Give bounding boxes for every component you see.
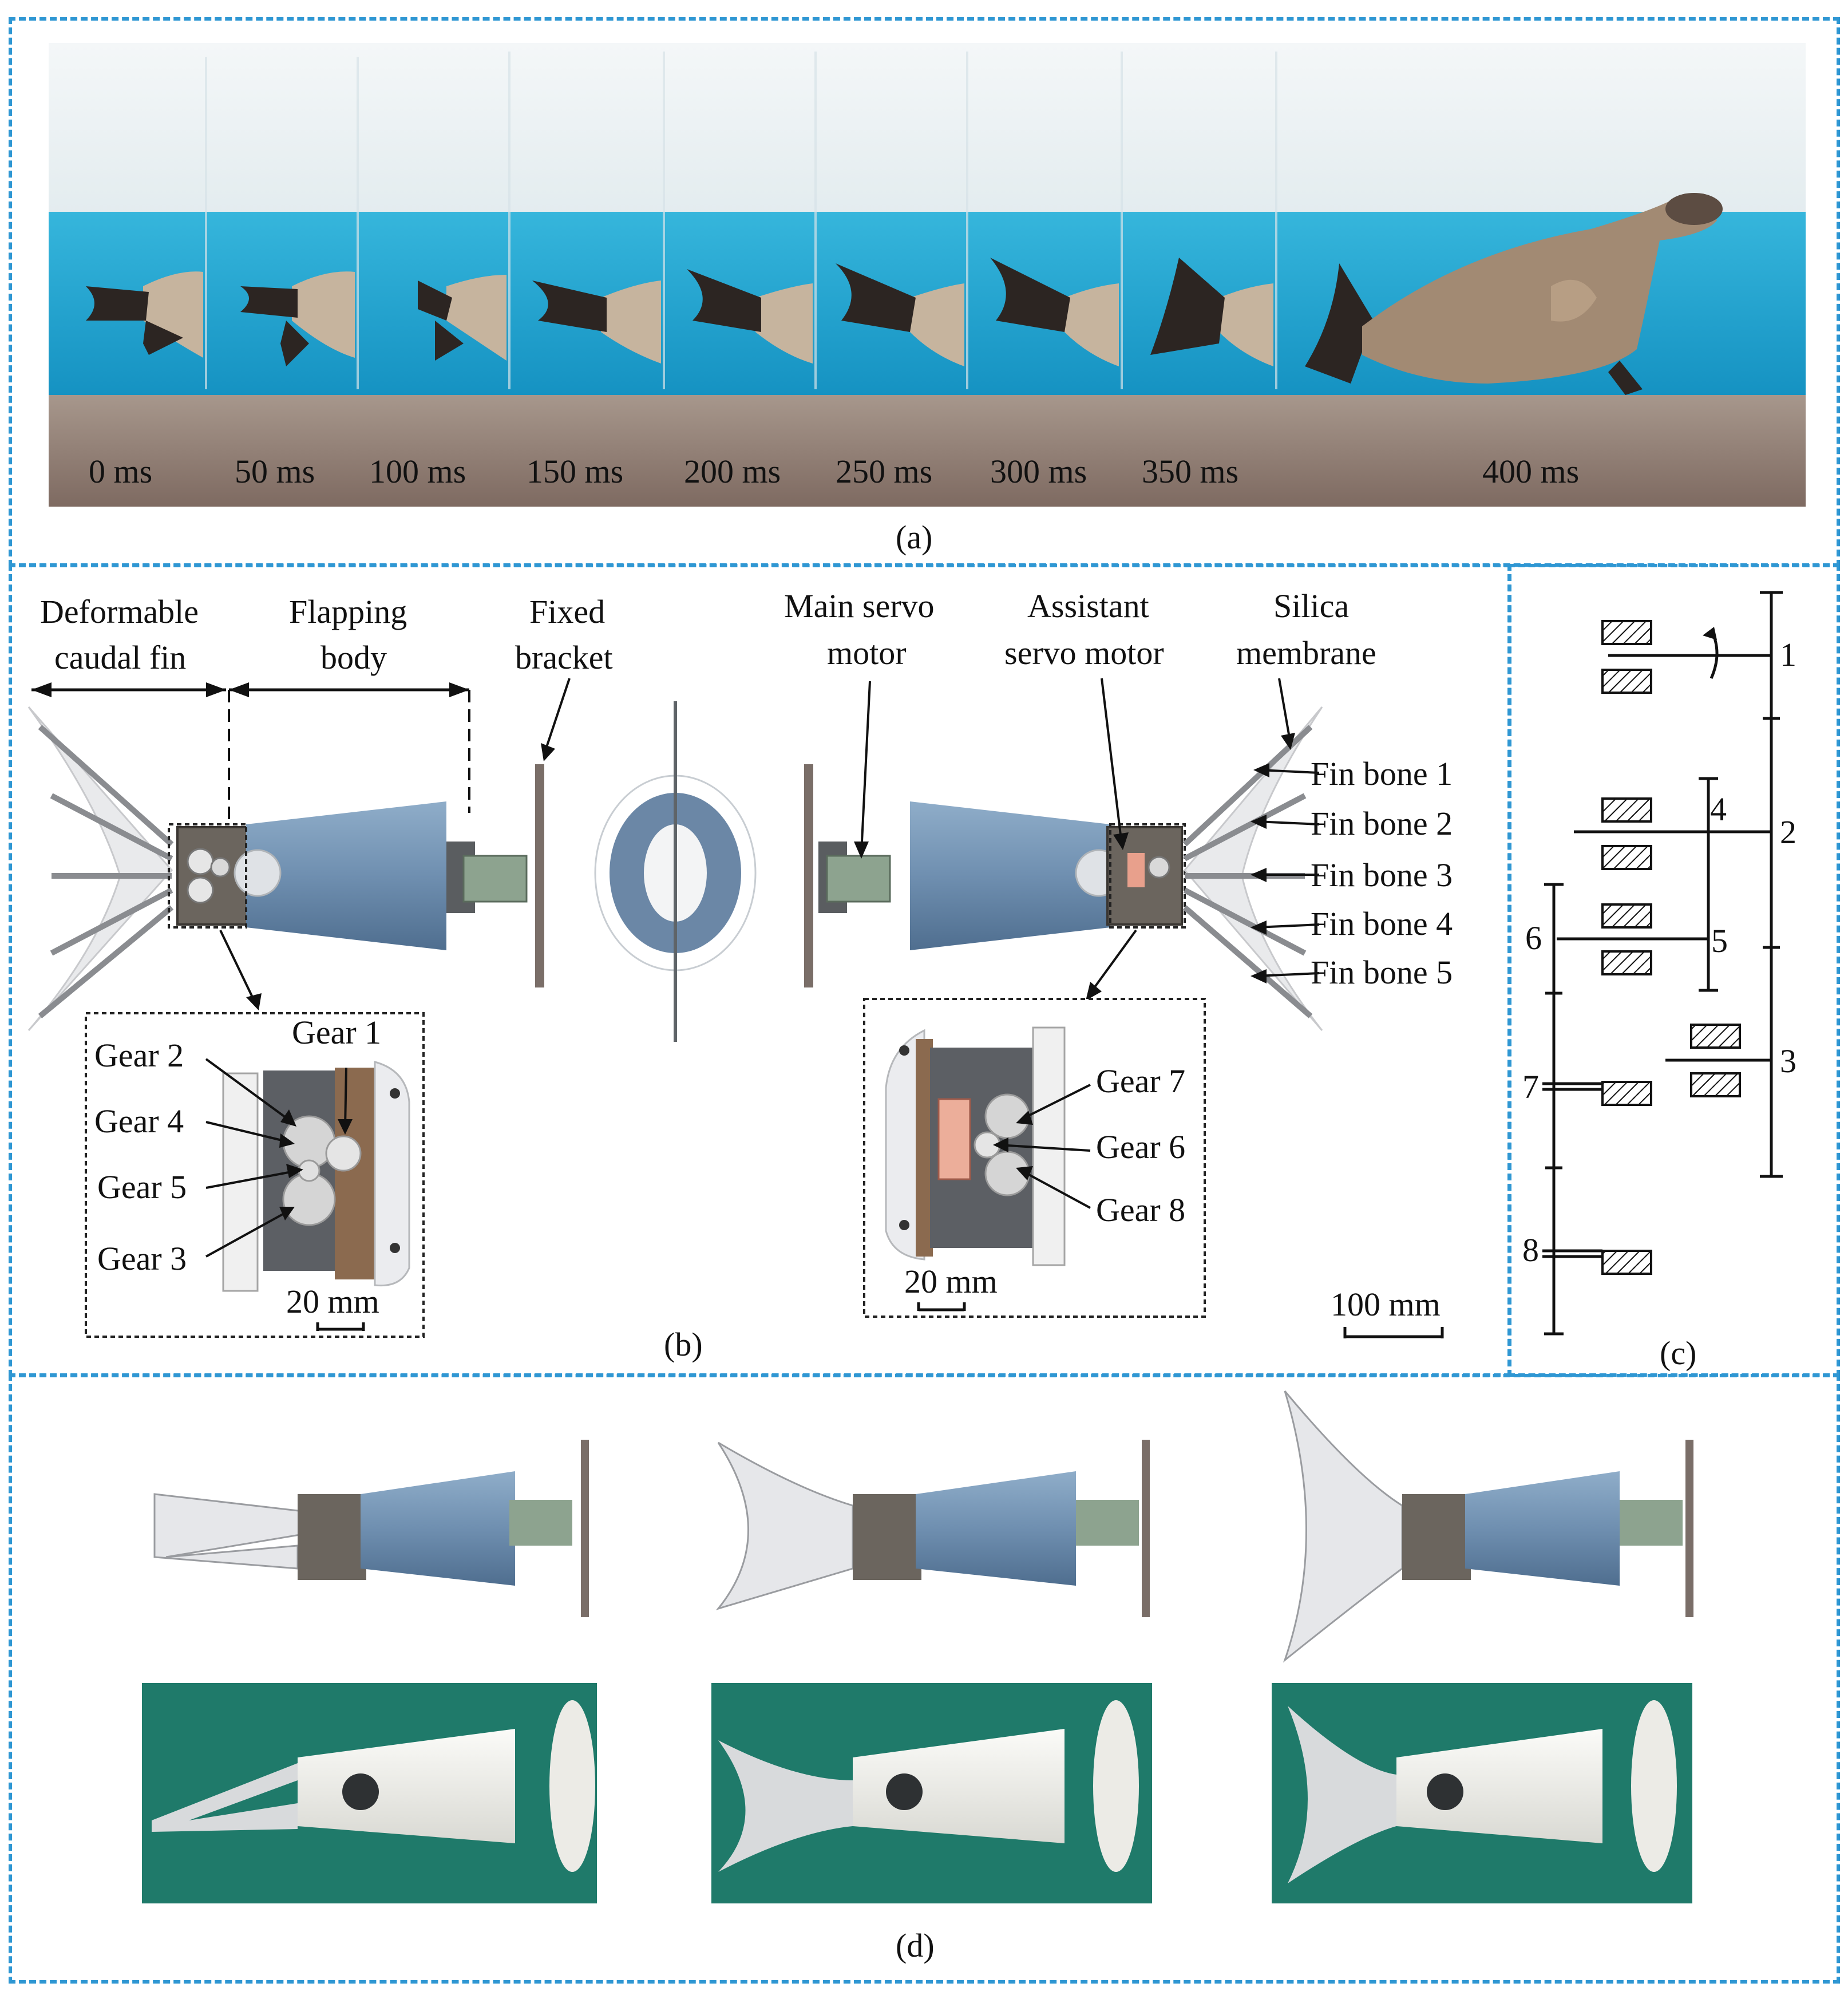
render-1 [153,1440,589,1617]
label-main-servo-motor: motor [827,634,907,671]
label-fin-bone: Fin bone 5 [1311,954,1453,991]
time-label: 150 ms [527,453,624,490]
label-gear: Gear 1 [292,1014,382,1051]
time-label: 300 ms [990,453,1087,490]
label-fin-bone: Fin bone 4 [1311,905,1453,942]
label-silica-membrane: membrane [1236,634,1376,671]
node-number: 6 [1525,919,1542,957]
time-label: 250 ms [836,453,933,490]
label-fin-bone: Fin bone 1 [1311,755,1453,792]
node-number: 4 [1710,791,1727,828]
label-main-servo-motor: Main servo [784,587,935,625]
panel-a-letter: (a) [896,519,933,556]
time-label: 50 ms [235,453,315,490]
panel-c-letter: (c) [1660,1334,1697,1372]
time-label: 400 ms [1482,453,1580,490]
label-silica-membrane: Silica [1273,587,1350,625]
label-scale-right: 20 mm [904,1263,998,1300]
label-deformable-caudal-fin: Deformable [40,593,199,630]
label-assistant-servo-motor: servo motor [1004,634,1164,671]
time-label: 100 ms [369,453,466,490]
time-label: 350 ms [1142,453,1239,490]
time-label: 200 ms [684,453,781,490]
node-number: 3 [1780,1042,1796,1080]
panel-d-letter: (d) [896,1927,935,1964]
label-flapping-body: Flapping [289,593,407,630]
label-gear: Gear 7 [1096,1062,1186,1100]
label-deformable-caudal-fin: caudal fin [54,639,187,676]
label-gear: Gear 4 [94,1103,184,1140]
panel-b-letter: (b) [664,1326,703,1363]
label-gear: Gear 6 [1096,1128,1186,1166]
node-number: 1 [1780,636,1796,673]
node-number: 2 [1780,813,1796,851]
left-robot [27,706,544,1031]
render-3 [1283,1390,1693,1663]
render-2 [715,1440,1150,1617]
node-number: 8 [1522,1231,1539,1269]
label-fixed-bracket: Fixed [529,593,606,630]
label-fin-bone: Fin bone 2 [1311,805,1453,842]
label-assistant-servo-motor: Assistant [1027,587,1149,625]
time-label: 0 ms [89,453,153,490]
label-fin-bone: Fin bone 3 [1311,856,1453,894]
node-number: 7 [1522,1068,1539,1105]
panel-d-frame [9,1374,1840,1984]
label-gear: Gear 2 [94,1037,184,1074]
label-scale-left: 20 mm [286,1283,379,1320]
label-fixed-bracket: bracket [515,639,613,676]
node-number: 5 [1711,922,1728,959]
label-gear: Gear 3 [97,1240,187,1277]
label-gear: Gear 5 [97,1168,187,1206]
label-gear: Gear 8 [1096,1191,1186,1228]
label-flapping-body: body [320,639,387,676]
label-scale-main: 100 mm [1331,1286,1441,1323]
